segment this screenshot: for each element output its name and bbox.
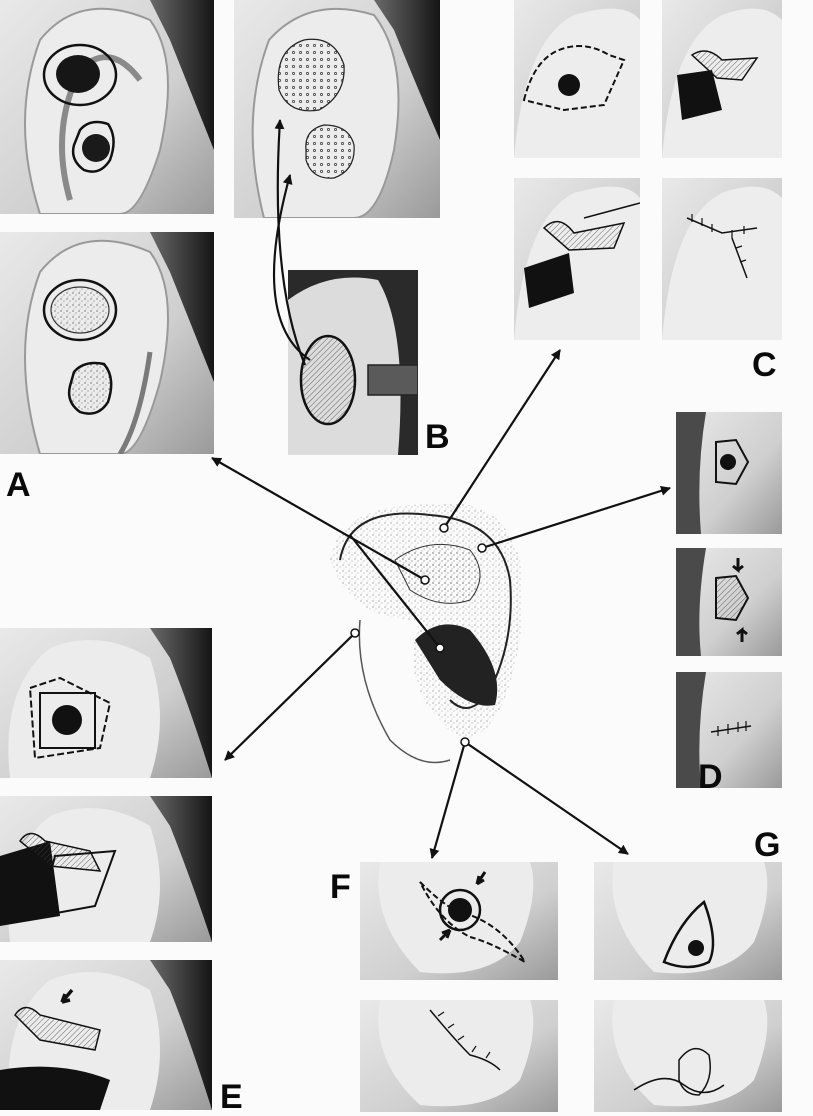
ear-photo-f-2 <box>360 1000 558 1112</box>
panel-c-3 <box>514 178 640 340</box>
label-e: E <box>220 1078 243 1116</box>
panel-c-4 <box>662 178 782 340</box>
panel-a-top <box>0 0 214 214</box>
arrow-to-g <box>464 741 629 855</box>
ear-photo-e-2 <box>0 796 212 942</box>
ear-photo-c-2 <box>662 0 782 158</box>
label-b: B <box>425 418 450 456</box>
panel-e-1 <box>0 628 212 778</box>
arrow-to-d <box>481 485 671 550</box>
panel-b-top <box>234 0 440 218</box>
ear-photo-c-3 <box>514 178 640 340</box>
label-a: A <box>6 466 31 504</box>
skin-graft-photo-b <box>288 270 418 455</box>
panel-f-2 <box>360 1000 558 1112</box>
arrow-to-f <box>429 741 467 859</box>
label-f: F <box>330 868 351 906</box>
arrow-to-e <box>224 632 356 761</box>
ear-photo-f-1 <box>360 862 558 980</box>
ear-photo-g-2 <box>594 1000 782 1112</box>
ear-photo-c-4 <box>662 178 782 340</box>
panel-a-bottom <box>0 232 214 454</box>
ear-photo-b-top <box>234 0 440 218</box>
label-g: G <box>754 826 781 864</box>
origin-points <box>350 523 487 747</box>
panel-c-2 <box>662 0 782 158</box>
panel-e-3 <box>0 960 212 1110</box>
arrow-to-a <box>211 457 426 581</box>
panel-c-1 <box>514 0 640 158</box>
ear-photo-d-2 <box>676 548 782 656</box>
label-d: D <box>698 758 723 796</box>
ear-photo-a-bottom <box>0 232 214 454</box>
panel-e-2 <box>0 796 212 942</box>
arrow-from-b-1 <box>349 534 441 649</box>
panel-b-bottom <box>288 270 418 455</box>
panel-d-1 <box>676 412 782 534</box>
panel-d-2 <box>676 548 782 656</box>
panel-f-1 <box>360 862 558 980</box>
ear-photo-d-1 <box>676 412 782 534</box>
panel-g-2 <box>594 1000 782 1112</box>
ear-photo-e-1 <box>0 628 212 778</box>
ear-photo-a-top <box>0 0 214 214</box>
panel-g-1 <box>594 862 782 980</box>
ear-photo-c-1 <box>514 0 640 158</box>
arrow-to-c <box>443 349 561 529</box>
label-c: C <box>752 346 777 384</box>
ear-photo-d-3 <box>676 672 782 788</box>
ear-drawing <box>330 503 523 764</box>
ear-photo-g-1 <box>594 862 782 980</box>
ear-photo-e-3 <box>0 960 212 1110</box>
panel-d-3 <box>676 672 782 788</box>
